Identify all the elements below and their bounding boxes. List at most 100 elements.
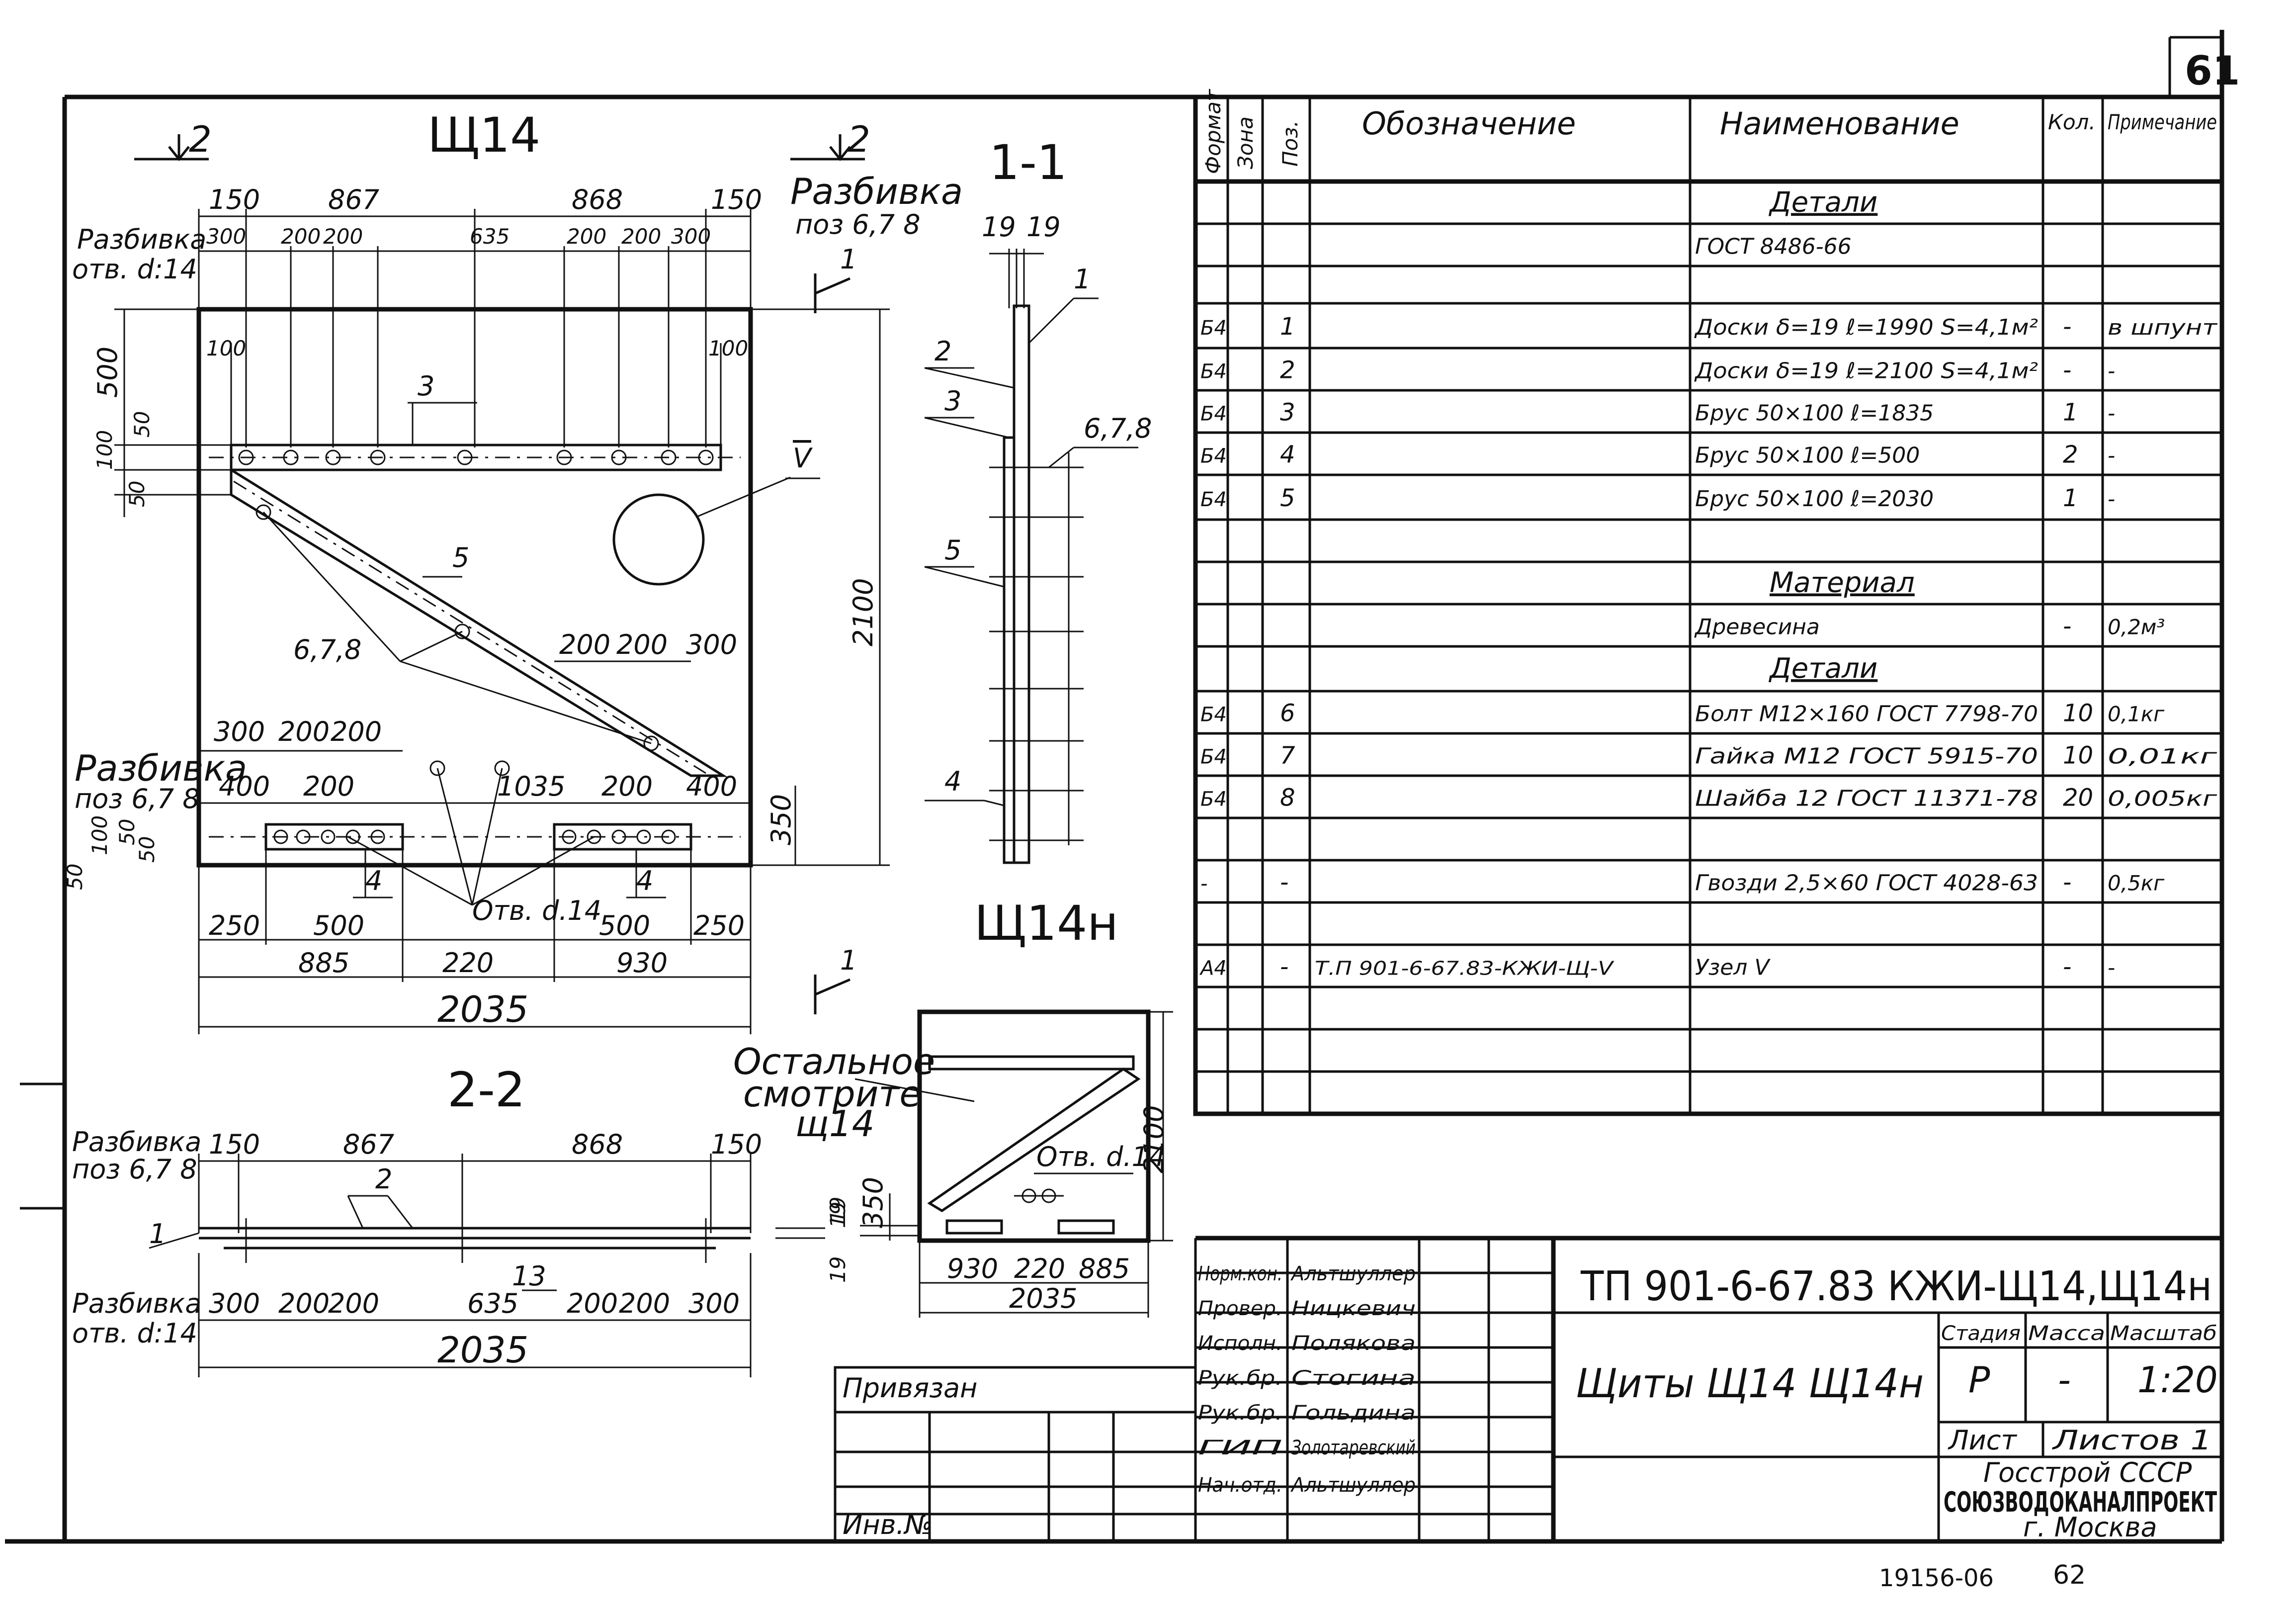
svg-text:19: 19 [982, 211, 1016, 243]
spec-cell-qty: 1 [2063, 484, 2078, 512]
signer-name: Гольдина [1291, 1402, 1416, 1425]
section-1-1: 1-1 19 19 1 2 3 6,7,8 5 [924, 135, 1152, 864]
svg-text:50: 50 [125, 481, 149, 507]
note-otv-22b: отв. d:14 [72, 1318, 197, 1349]
svg-text:300: 300 [206, 224, 246, 249]
spec-cell-qty: - [2063, 613, 2071, 640]
view-shch14: Щ14 2 2 1 [63, 107, 963, 1034]
spec-cell-pos: - [1280, 953, 1288, 981]
svg-text:2: 2 [935, 336, 951, 367]
svg-text:150: 150 [209, 184, 260, 215]
dim-total: 2035 [437, 988, 528, 1030]
svg-text:50: 50 [130, 411, 154, 438]
svg-text:930: 930 [947, 1253, 998, 1284]
note-razbivka-22: Разбивка [72, 1126, 201, 1158]
svg-text:2100: 2100 [1138, 1105, 1170, 1173]
spec-cell-note: 0,005кг [2108, 787, 2217, 811]
mass-value: - [2058, 1359, 2071, 1401]
svg-text:300: 300 [688, 1288, 740, 1319]
pos-label-3: 3 [418, 370, 434, 402]
callout-v: V [793, 443, 813, 474]
cut-mark-2-right: 2 [790, 118, 870, 162]
spec-cell-name: ГОСТ 8486-66 [1695, 234, 1852, 260]
svg-text:13: 13 [512, 1260, 546, 1292]
svg-text:220: 220 [1014, 1253, 1065, 1284]
spec-cell-note: - [2108, 444, 2115, 468]
brace-pos-5 [230, 467, 728, 777]
svg-text:200: 200 [621, 224, 661, 249]
spec-cell-pos: 8 [1280, 784, 1295, 812]
svg-text:885: 885 [298, 947, 349, 979]
dims-bottom-1: 250 500 500 250 [209, 910, 745, 941]
drawing-title: Щиты Щ14 Щ14н [1576, 1360, 1924, 1407]
bottom-number: 62 [2053, 1560, 2086, 1590]
svg-text:2035: 2035 [437, 1329, 528, 1371]
svg-text:200: 200 [559, 629, 610, 660]
sec11-bolts [989, 466, 1084, 841]
header-zone: Зона [1233, 116, 1258, 169]
section-2-2-title: 2-2 [447, 1062, 525, 1118]
svg-text:100: 100 [206, 336, 246, 360]
note-razbivka-22b: Разбивка [72, 1288, 201, 1319]
note-razbivka-otv: Разбивка [77, 224, 206, 255]
spec-cell-name: Доски δ=19 ℓ=1990 S=4,1м² [1694, 315, 2038, 340]
spec-cell-note: 0,1кг [2108, 702, 2165, 726]
svg-text:200: 200 [567, 224, 606, 249]
svg-text:200: 200 [601, 771, 653, 802]
spec-cell-pos: 7 [1280, 742, 1295, 770]
svg-text:250: 250 [693, 910, 745, 941]
view-shch14-title: Щ14 [427, 107, 540, 163]
svg-text:5: 5 [944, 535, 961, 566]
spec-cell-pos: 2 [1280, 357, 1295, 384]
stage-label: Стадия [1941, 1322, 2021, 1345]
spec-row: Древесина-0,2м³ [1694, 613, 2165, 640]
cut-mark-2-left: 2 [134, 118, 212, 162]
dims-mid-left: 300 200 200 [214, 716, 382, 747]
bound-label: Привязан [843, 1372, 977, 1404]
note-poz-678-top: поз 6,7 8 [795, 209, 921, 240]
svg-text:868: 868 [572, 184, 623, 215]
spec-row: ГОСТ 8486-66 [1695, 234, 1852, 260]
signer-role: Исполн. [1198, 1332, 1282, 1355]
bottom-bar-bolts [273, 829, 676, 844]
sheets-label: Листов 1 [2051, 1425, 2212, 1456]
svg-text:500: 500 [92, 347, 123, 398]
signer-row: Исполн.Полякова [1198, 1332, 1416, 1355]
header-qty: Кол. [2048, 110, 2096, 134]
cut-mark-1-bottom: 1 [814, 945, 857, 1014]
stage-value: Р [1968, 1359, 1990, 1401]
spec-row: Детали [1768, 652, 1877, 685]
title-block-grid [1194, 1238, 1553, 1541]
spec-cell-name: Детали [1768, 652, 1877, 685]
scale-value: 1:20 [2137, 1359, 2218, 1401]
spec-cell-note: в шпунт [2108, 315, 2218, 340]
spec-cell-pos: 4 [1280, 441, 1295, 469]
spec-cell-name: Шайба 12 ГОСТ 11371-78 [1695, 786, 2038, 811]
spec-cell-note: 0,01кг [2108, 744, 2217, 769]
header-format: Формат [1201, 89, 1225, 174]
dims-left-bottom: 50 100 50 50 [63, 815, 159, 890]
svg-text:2035: 2035 [1009, 1283, 1077, 1314]
svg-text:635: 635 [467, 1288, 518, 1319]
svg-text:1: 1 [840, 244, 857, 275]
signer-row: Норм.кон.Альтшуллер [1198, 1262, 1416, 1285]
note-poz-22: поз 6,7 8 [72, 1154, 197, 1185]
svg-text:1035: 1035 [497, 771, 565, 802]
inventory-code: 19156-06 [1879, 1564, 1994, 1592]
spec-cell-name: Брус 50×100 ℓ=2030 [1695, 486, 1934, 512]
spec-cell-note: - [2108, 359, 2115, 383]
svg-text:867: 867 [328, 184, 379, 215]
svg-text:150: 150 [711, 184, 762, 215]
dims-sec22-bottom: 300 200 200 635 200 200 300 [209, 1288, 740, 1319]
spec-cell-name: Гайка М12 ГОСТ 5915-70 [1695, 744, 2038, 769]
spec-cell-name: Гвозди 2,5×60 ГОСТ 4028-63 [1695, 871, 2038, 896]
pos-label-5: 5 [452, 542, 469, 573]
dims-top-overall: 150 867 868 150 [209, 184, 762, 215]
svg-text:200: 200 [323, 224, 363, 249]
dims-left: 500 50 100 50 [92, 347, 154, 507]
top-bar-bolts [238, 449, 714, 465]
